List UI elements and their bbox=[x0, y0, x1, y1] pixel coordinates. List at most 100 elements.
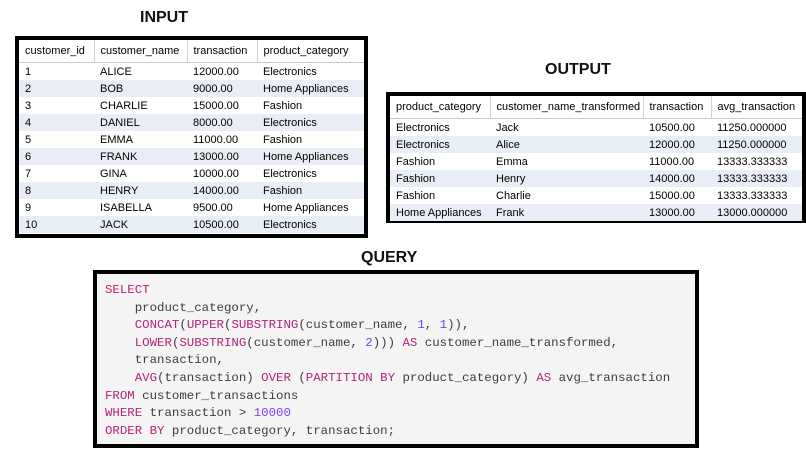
output-table-cell: Fashion bbox=[390, 170, 490, 187]
input-table-cell: JACK bbox=[94, 216, 187, 233]
output-table-cell: 13000.00 bbox=[643, 204, 711, 221]
sql-text: customer_name_transformed, bbox=[417, 335, 619, 350]
output-table-cell: Charlie bbox=[490, 187, 643, 204]
input-table-cell: Electronics bbox=[257, 216, 364, 233]
sql-text: ( bbox=[290, 370, 306, 385]
input-table-cell: 15000.00 bbox=[187, 97, 257, 114]
input-table-cell: Home Appliances bbox=[257, 80, 364, 97]
sql-keyword: WHERE bbox=[105, 406, 143, 421]
input-table-cell: BOB bbox=[94, 80, 187, 97]
output-table-cell: Jack bbox=[490, 118, 643, 136]
sql-text: ( bbox=[171, 335, 180, 350]
output-table-cell: 13000.000000 bbox=[711, 204, 802, 221]
input-table-cell: Electronics bbox=[257, 62, 364, 80]
sql-text: product_category, bbox=[105, 300, 262, 315]
input-table-cell: 9 bbox=[19, 199, 94, 216]
input-column-header[interactable]: product_category bbox=[257, 40, 364, 63]
sql-text bbox=[105, 318, 135, 332]
output-column-header[interactable]: product_category bbox=[390, 96, 491, 119]
query-heading: QUERY bbox=[361, 249, 418, 266]
sql-text: avg_transaction bbox=[551, 370, 671, 385]
sql-keyword: PARTITION BY bbox=[305, 370, 396, 385]
output-column-header[interactable]: avg_transaction bbox=[711, 96, 802, 119]
sql-text: )), bbox=[447, 318, 470, 333]
code-line: transaction, bbox=[105, 353, 224, 367]
input-table-cell: 8 bbox=[19, 182, 94, 199]
output-table-cell: Electronics bbox=[390, 136, 490, 153]
output-table-cell: Frank bbox=[490, 204, 643, 221]
sql-text: (customer_name, bbox=[246, 335, 366, 350]
input-table-cell: HENRY bbox=[94, 182, 187, 199]
output-column-header[interactable]: customer_name_transformed bbox=[490, 96, 644, 119]
output-column-header[interactable]: transaction bbox=[643, 96, 712, 119]
sql-number: 1 bbox=[417, 318, 425, 333]
input-table-cell: CHARLIE bbox=[94, 97, 187, 114]
input-table-cell: 13000.00 bbox=[187, 148, 257, 165]
input-table-cell: 9000.00 bbox=[187, 80, 257, 97]
sql-number: 2 bbox=[365, 335, 373, 350]
output-table-cell: Home Appliances bbox=[390, 204, 490, 221]
code-line: WHERE transaction > 10000 bbox=[105, 406, 291, 420]
sql-text: ( bbox=[224, 318, 232, 333]
code-line: SELECT bbox=[105, 283, 150, 297]
output-table-cell: 15000.00 bbox=[643, 187, 711, 204]
output-table-cell: 11250.000000 bbox=[711, 118, 802, 136]
sql-text: ))) bbox=[372, 335, 403, 350]
input-table-cell: 12000.00 bbox=[187, 62, 257, 80]
sql-query-code: SELECT product_category, CONCAT(UPPER(SU… bbox=[97, 274, 695, 448]
output-table-cell: Electronics bbox=[390, 118, 490, 136]
input-table-cell: 1 bbox=[19, 62, 94, 80]
input-table-cell: 10000.00 bbox=[187, 165, 257, 182]
sql-keyword: LOWER bbox=[134, 335, 172, 350]
sql-number: 10000 bbox=[253, 406, 291, 421]
input-table-cell: 9500.00 bbox=[187, 199, 257, 216]
input-table-cell: DANIEL bbox=[94, 114, 187, 131]
input-table-cell: 3 bbox=[19, 97, 94, 114]
sql-text: , bbox=[424, 318, 440, 333]
sql-text: customer_transactions bbox=[134, 388, 299, 403]
input-table-cell: Electronics bbox=[257, 114, 364, 131]
sql-text: ( bbox=[179, 318, 187, 333]
sql-number: 1 bbox=[439, 318, 448, 333]
input-table-cell: 7 bbox=[19, 165, 94, 182]
input-table-cell: 6 bbox=[19, 148, 94, 165]
sql-text: product_category) bbox=[395, 370, 537, 385]
input-table-cell: EMMA bbox=[94, 131, 187, 148]
input-column-header[interactable]: transaction bbox=[187, 40, 258, 63]
sql-keyword: AVG bbox=[134, 370, 158, 385]
input-table-cell: 8000.00 bbox=[187, 114, 257, 131]
sql-text: transaction > bbox=[142, 406, 254, 421]
output-table-cell: 12000.00 bbox=[643, 136, 711, 153]
code-line: FROM customer_transactions bbox=[105, 389, 298, 403]
input-table-cell: 10500.00 bbox=[187, 216, 257, 233]
output-table-cell: Emma bbox=[490, 153, 643, 170]
sql-text bbox=[105, 336, 135, 350]
code-line: AVG(transaction) OVER (PARTITION BY prod… bbox=[105, 371, 670, 385]
output-table-cell: Alice bbox=[490, 136, 643, 153]
input-column-header[interactable]: customer_name bbox=[94, 40, 188, 63]
sql-keyword: ORDER BY bbox=[105, 423, 165, 438]
input-table-cell: FRANK bbox=[94, 148, 187, 165]
input-column-header[interactable]: customer_id bbox=[19, 40, 95, 63]
output-table-cell: 13333.333333 bbox=[711, 170, 802, 187]
